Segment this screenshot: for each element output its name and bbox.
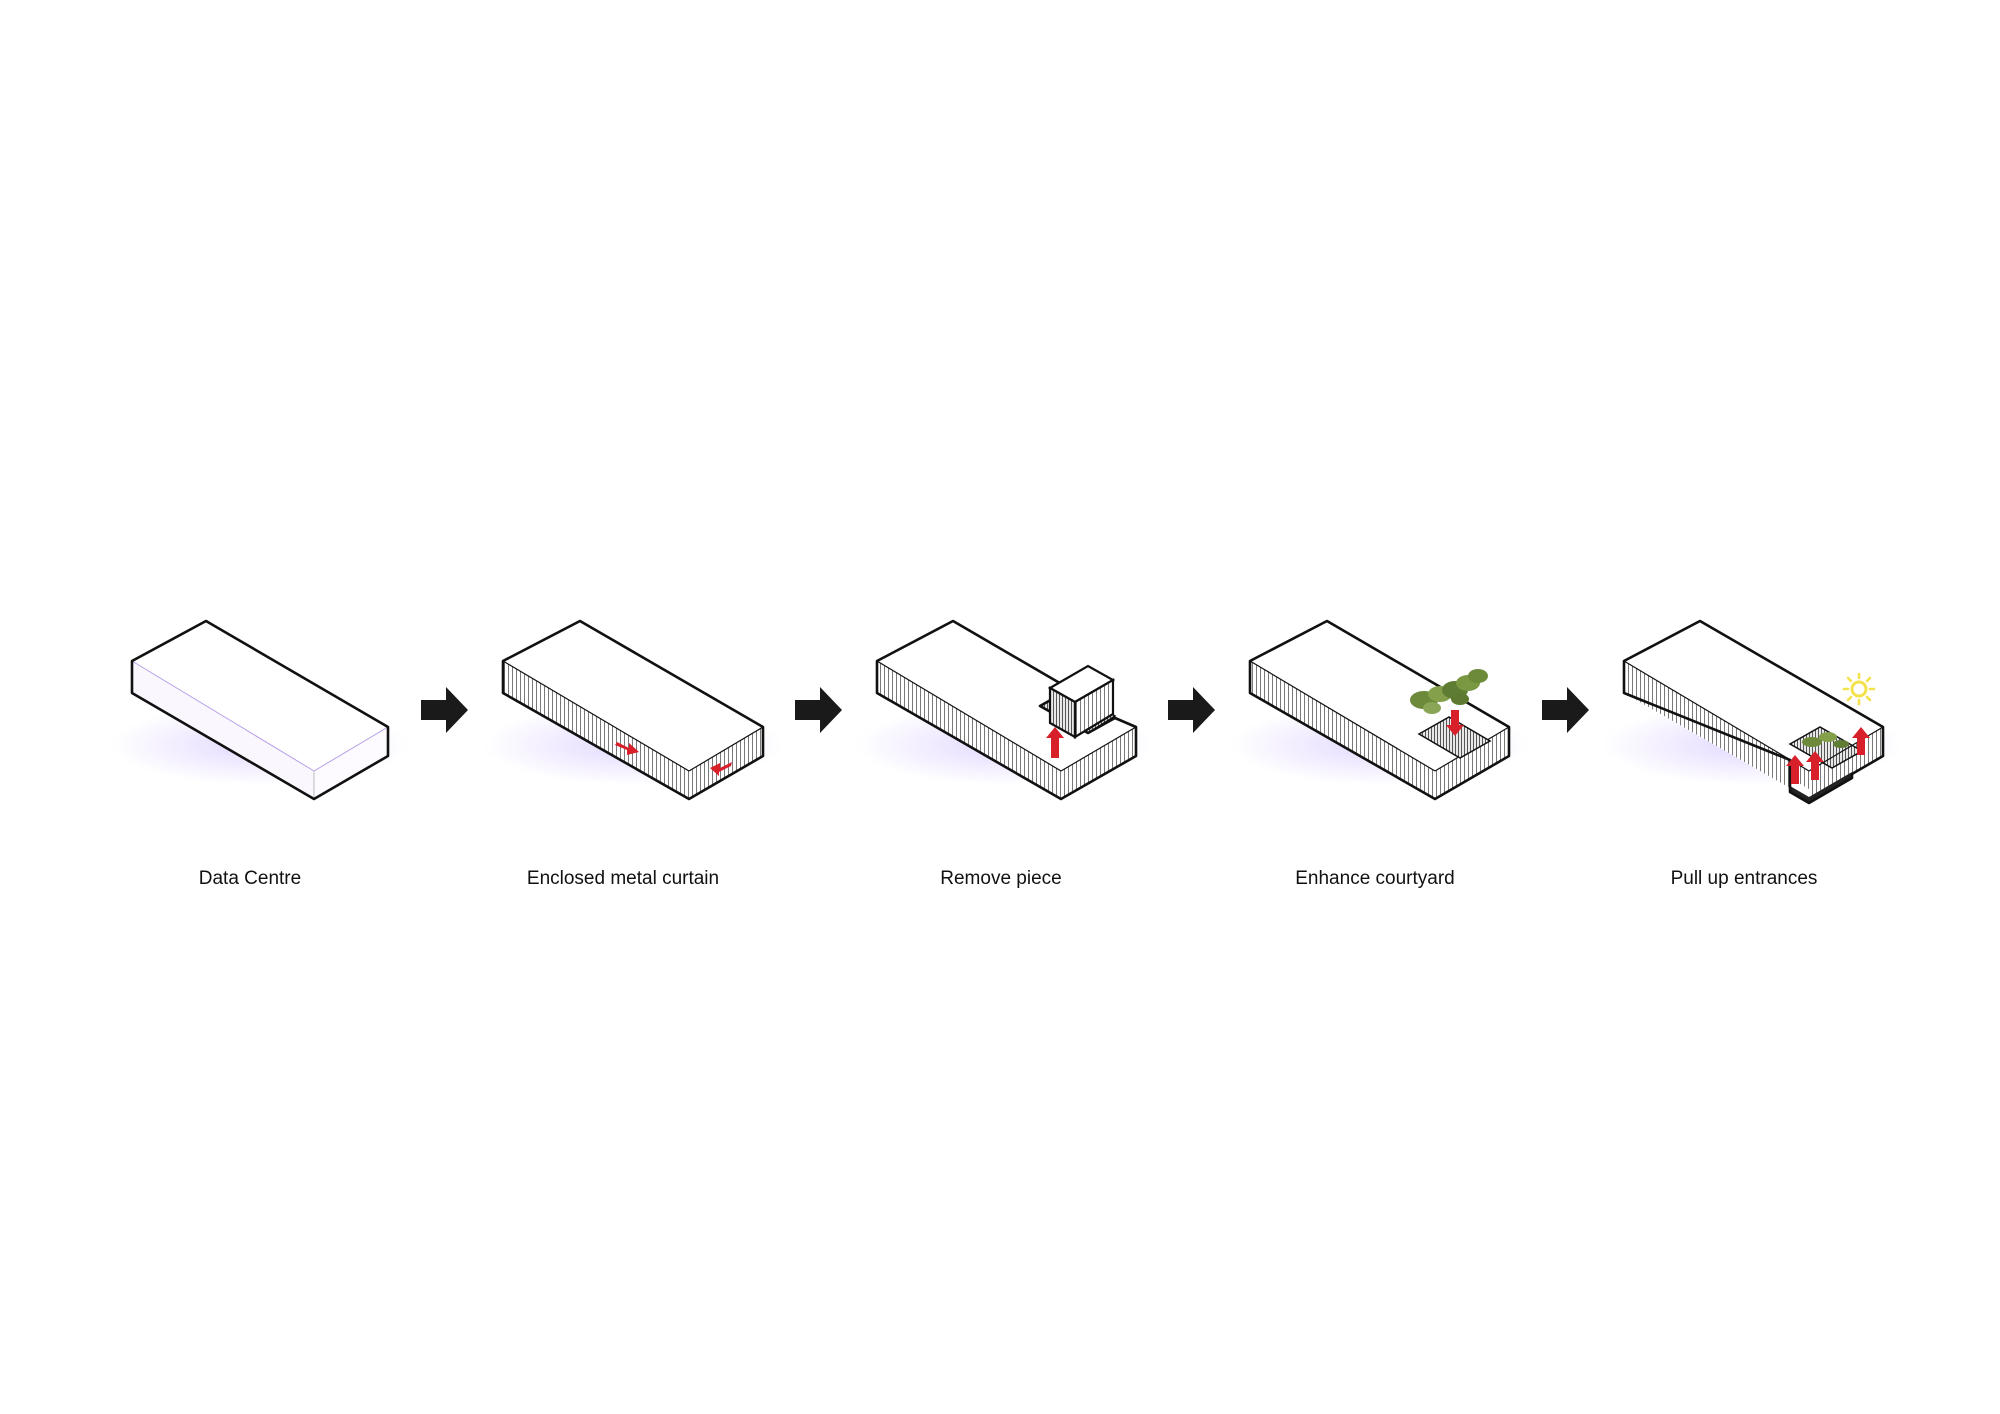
step-label-pull-up-entrances: Pull up entrances: [1670, 868, 1818, 889]
step-label-enclosed-metal-curtain: Enclosed metal curtain: [526, 868, 720, 889]
step-1-data-centre-icon: [110, 619, 410, 801]
arrow-right-icon: [1542, 687, 1589, 733]
step-label-remove-piece: Remove piece: [940, 868, 1062, 889]
arrow-right-icon: [795, 687, 842, 733]
arrow-right-icon: [1168, 687, 1215, 733]
step-2-metal-curtain-icon: [483, 619, 783, 801]
step-5-raised-entrances-icon: [1602, 619, 1902, 805]
step-label-data-centre: Data Centre: [198, 868, 302, 889]
step-label-enhance-courtyard: Enhance courtyard: [1295, 868, 1455, 889]
sun-icon: [1842, 672, 1876, 706]
step-3-remove-piece-icon: [856, 619, 1156, 801]
arrow-right-icon: [421, 687, 468, 733]
greenery-icon: [1410, 669, 1488, 714]
step-4-courtyard-greenery-icon: [1230, 619, 1530, 801]
